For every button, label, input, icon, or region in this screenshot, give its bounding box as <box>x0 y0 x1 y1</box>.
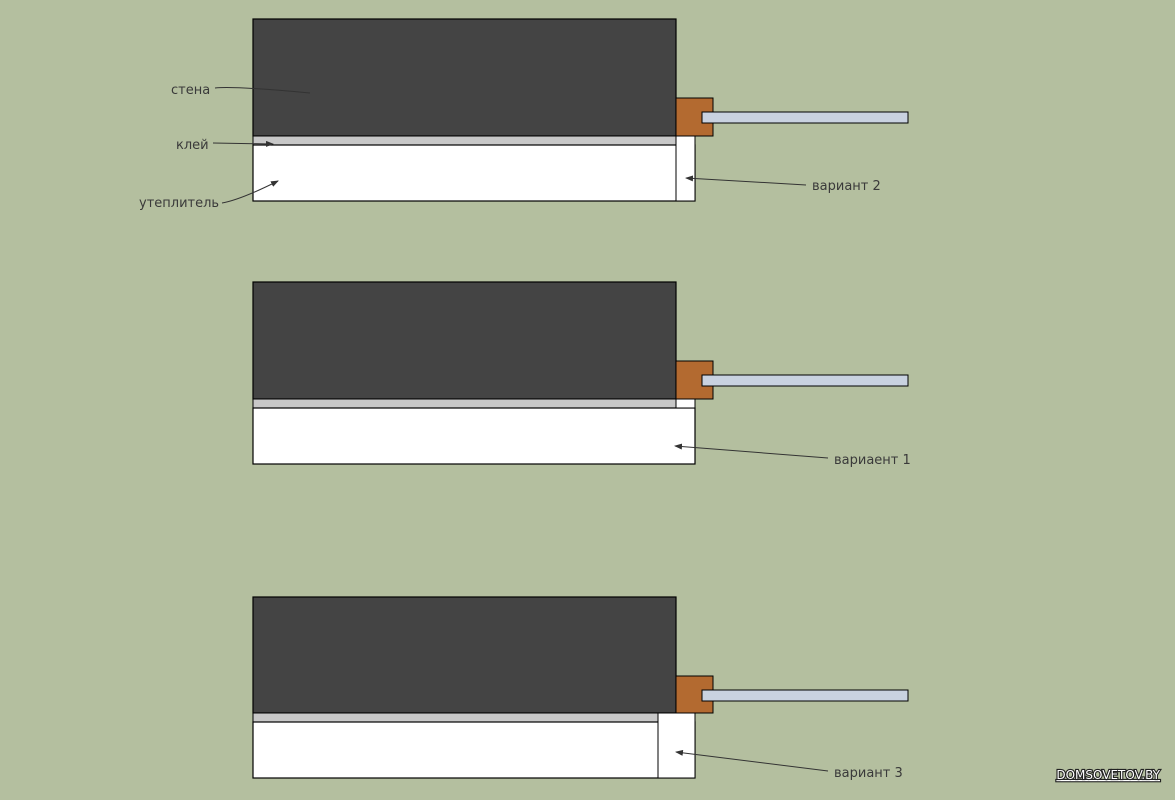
window-sill <box>701 111 909 124</box>
insulation-edge-strip <box>657 712 696 779</box>
wall-block <box>252 596 677 714</box>
insulation-layer <box>252 407 696 465</box>
label-variant-1: вариаент 1 <box>834 453 911 468</box>
label-glue: клей <box>176 138 209 153</box>
window-sill <box>701 374 909 387</box>
insulation-layer <box>252 721 696 779</box>
insulation-edge-strip <box>675 398 696 409</box>
label-insulation: утеплитель <box>139 196 219 211</box>
label-variant-3: вариант 3 <box>834 766 903 781</box>
section-variant-2 <box>252 18 909 202</box>
glue-layer <box>252 398 677 409</box>
leader-variant-2 <box>685 175 807 186</box>
glue-layer <box>252 712 659 723</box>
insulation-edge-strip <box>675 135 696 202</box>
watermark: DOMSOVETOV.BY <box>1056 768 1160 782</box>
wall-block <box>252 281 677 400</box>
label-wall: стена <box>171 83 210 98</box>
leader-insulation <box>221 180 279 204</box>
glue-layer <box>252 135 677 146</box>
section-variant-1 <box>252 281 909 465</box>
insulation-layer <box>252 144 696 202</box>
leader-wall <box>214 87 311 94</box>
leader-glue <box>212 140 274 147</box>
leader-variant-3 <box>675 749 829 772</box>
leader-variant-1 <box>674 443 829 459</box>
callouts <box>212 87 829 772</box>
section-variant-3 <box>252 596 909 779</box>
label-variant-2: вариант 2 <box>812 179 881 194</box>
window-sill <box>701 689 909 702</box>
wall-block <box>252 18 677 137</box>
